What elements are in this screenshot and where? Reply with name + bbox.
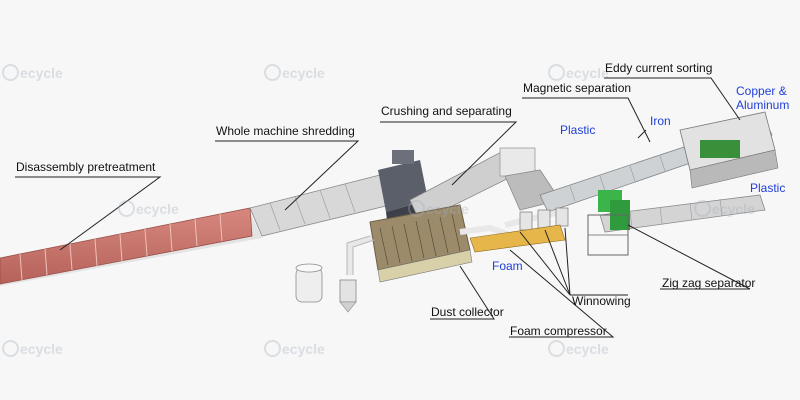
watermark-text: ecycle <box>20 65 63 81</box>
shredder-conveyor <box>249 174 391 237</box>
watermark-text: ecycle <box>282 65 325 81</box>
recycle-logo-icon <box>408 200 425 217</box>
eddy-current-machine <box>679 111 779 189</box>
zigzag-separator <box>587 190 630 256</box>
recycle-logo-icon <box>548 340 565 357</box>
watermark-text: ecycle <box>136 201 179 217</box>
dust-collector-unit <box>369 204 473 283</box>
recycle-logo-icon <box>548 64 565 81</box>
air-ducts <box>347 209 561 275</box>
leader-lines <box>15 77 751 338</box>
recycle-logo-icon <box>264 64 281 81</box>
label-magnetic: Magnetic separation <box>523 81 632 95</box>
label-shredding: Whole machine shredding <box>216 124 355 138</box>
watermark: ecycle <box>2 64 63 81</box>
recycle-logo-icon <box>264 340 281 357</box>
recycle-logo-icon <box>2 340 19 357</box>
watermark: ecycle <box>118 200 179 217</box>
recycle-logo-icon <box>2 64 19 81</box>
label-crushing: Crushing and separating <box>381 104 512 118</box>
watermark-text: ecycle <box>20 341 63 357</box>
watermark-text: ecycle <box>712 201 755 217</box>
label-eddy: Eddy current sorting <box>605 61 713 75</box>
label-dust-collector: Dust collector <box>431 305 504 319</box>
label-winnowing: Winnowing <box>572 294 631 308</box>
watermark: ecycle <box>548 340 609 357</box>
watermark: ecycle <box>548 64 609 81</box>
watermark: ecycle <box>408 200 469 217</box>
label-plastic-top: Plastic <box>560 123 596 137</box>
label-iron: Iron <box>650 114 671 128</box>
watermark: ecycle <box>264 340 325 357</box>
watermark: ecycle <box>2 340 63 357</box>
watermark: ecycle <box>264 64 325 81</box>
foam-compressor-unit <box>295 263 357 313</box>
disassembly-conveyor <box>0 207 262 286</box>
recycle-logo-icon <box>118 200 135 217</box>
label-foam: Foam <box>492 259 523 273</box>
watermark-text: ecycle <box>566 341 609 357</box>
winnowing-cyclones <box>469 207 569 253</box>
label-disassembly: Disassembly pretreatment <box>16 160 156 174</box>
label-foam-compressor: Foam compressor <box>510 324 607 338</box>
watermark: ecycle <box>694 200 755 217</box>
watermark-text: ecycle <box>282 341 325 357</box>
recycle-logo-icon <box>694 200 711 217</box>
watermark-text: ecycle <box>566 65 609 81</box>
label-copper-aluminum: Copper & Aluminum <box>736 84 790 112</box>
label-plastic-right: Plastic <box>750 181 786 195</box>
label-zigzag: Zig zag separator <box>662 276 756 290</box>
watermark-text: ecycle <box>426 201 469 217</box>
